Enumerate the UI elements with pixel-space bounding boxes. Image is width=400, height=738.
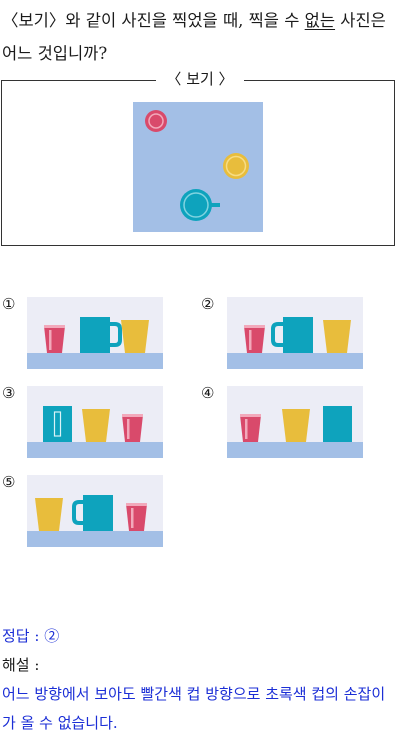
option-2-picture[interactable] — [227, 297, 363, 369]
yellow-cup — [35, 498, 63, 531]
explanation-text: 어느 방향에서 보아도 빨간색 컵 방향으로 초록색 컵의 손잡이가 올 수 없… — [2, 685, 386, 732]
option-5-number: ⑤ — [2, 473, 16, 491]
yellow-cup — [323, 320, 351, 353]
option-1-number: ① — [2, 295, 16, 313]
red-cup — [126, 503, 147, 531]
shelf — [227, 442, 363, 458]
teal-mug — [271, 317, 313, 353]
yellow-cup — [121, 320, 149, 353]
option-3-picture[interactable] — [27, 386, 163, 458]
answer-label: 정답 : ② — [2, 627, 60, 645]
question-part-2: 사진은 어느 것입니까? — [2, 11, 386, 63]
yellow-cup — [82, 409, 110, 442]
explanation-label: 해설 : — [2, 656, 40, 674]
red-cup — [240, 414, 261, 442]
question-text: 〈보기〉와 같이 사진을 찍었을 때, 찍을 수 없는 사진은 어느 것입니까? — [2, 4, 398, 70]
teal-mug — [323, 406, 352, 442]
option-3-number: ③ — [2, 384, 16, 402]
red-cup — [244, 325, 265, 353]
option-1-picture[interactable] — [27, 297, 163, 369]
yellow-cup — [282, 409, 310, 442]
yellow-cup-top-view — [223, 153, 249, 179]
option-2-number: ② — [201, 295, 215, 313]
question-emphasis: 없는 — [304, 11, 336, 30]
shelf — [27, 353, 163, 369]
example-top-view — [133, 102, 263, 232]
example-box-title: 〈 보기 〉 — [0, 69, 400, 89]
answer-section: 정답 : ② 해설 : 어느 방향에서 보아도 빨간색 컵 방향으로 초록색 컵… — [2, 622, 398, 738]
red-cup — [122, 414, 143, 442]
red-cup-top-view — [145, 110, 167, 132]
shelf — [27, 531, 163, 547]
option-5-picture[interactable] — [27, 475, 163, 547]
teal-mug — [80, 317, 122, 353]
option-4-number: ④ — [201, 384, 215, 402]
teal-mug — [72, 495, 113, 531]
option-4-picture[interactable] — [227, 386, 363, 458]
red-cup — [44, 325, 65, 353]
teal-mug-top-view — [180, 189, 220, 221]
shelf — [227, 353, 363, 369]
question-part-1: 〈보기〉와 같이 사진을 찍었을 때, 찍을 수 — [2, 11, 305, 30]
shelf — [27, 442, 163, 458]
teal-mug — [43, 406, 72, 442]
